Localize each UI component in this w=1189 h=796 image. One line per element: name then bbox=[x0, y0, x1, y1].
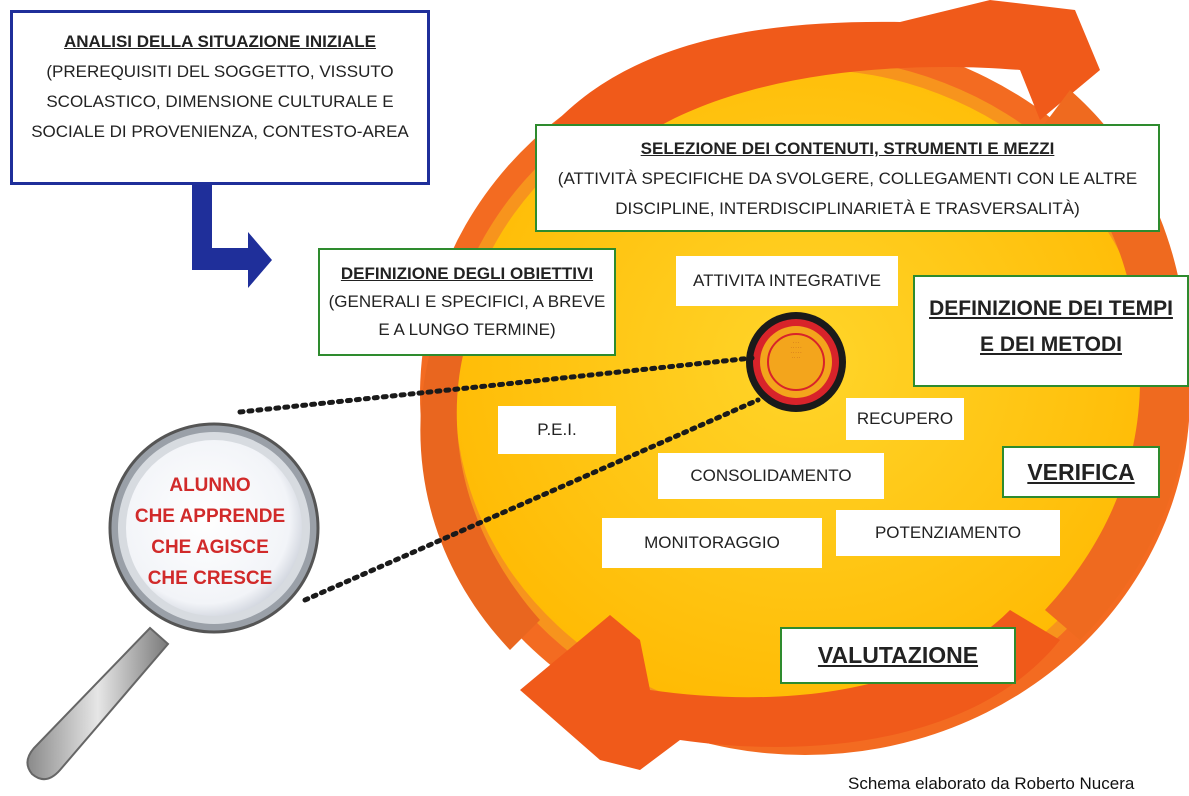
lens-line-1: ALUNNO bbox=[169, 475, 251, 496]
obiettivi-box: DEFINIZIONE DEGLI OBIETTIVI (GENERALI E … bbox=[318, 248, 616, 356]
valutazione-box: VALUTAZIONE bbox=[780, 627, 1016, 684]
author-credit: Schema elaborato da Roberto Nucera bbox=[848, 774, 1135, 793]
analisi-box: ANALISI DELLA SITUAZIONE INIZIALE (PRERE… bbox=[10, 10, 430, 185]
core-inner-line bbox=[767, 333, 825, 391]
bottom-cycle-arrow bbox=[520, 610, 1060, 770]
analisi-line-1: (PREREQUISITI DEL SOGGETTO, VISSUTO bbox=[46, 62, 394, 81]
selezione-line-1: (ATTIVITÀ SPECIFICHE DA SVOLGERE, COLLEG… bbox=[557, 169, 1138, 188]
label-potenziamento: POTENZIAMENTO bbox=[836, 510, 1060, 556]
connector-line-bottom bbox=[302, 397, 761, 603]
label-consolidamento: CONSOLIDAMENTO bbox=[658, 453, 884, 499]
magnifier-handle bbox=[26, 626, 170, 781]
verifica-box: VERIFICA bbox=[1002, 446, 1160, 498]
lens-line-2: CHE APPRENDE bbox=[134, 506, 286, 527]
lens-line-3: CHE AGISCE bbox=[151, 537, 269, 558]
lens-text: ALUNNO CHE APPRENDE CHE AGISCE CHE CRESC… bbox=[110, 470, 310, 594]
selezione-box: SELEZIONE DEI CONTENUTI, STRUMENTI E MEZ… bbox=[535, 124, 1160, 232]
analisi-line-3: SOCIALE DI PROVENIENZA, CONTESTO-AREA bbox=[31, 122, 409, 141]
flow-arrow bbox=[192, 180, 272, 288]
selezione-title: SELEZIONE DEI CONTENUTI, STRUMENTI E MEZ… bbox=[640, 139, 1055, 158]
tempi-line-1: DEFINIZIONE DEI TEMPI bbox=[929, 297, 1173, 320]
label-attivita-integrative: ATTIVITA INTEGRATIVE bbox=[676, 256, 898, 306]
magnifier-lens bbox=[126, 440, 302, 616]
tempi-box: DEFINIZIONE DEI TEMPI E DEI METODI bbox=[913, 275, 1189, 387]
left-cycle-arc bbox=[420, 320, 540, 650]
label-recupero: RECUPERO bbox=[846, 398, 964, 440]
lens-line-4: CHE CRESCE bbox=[147, 568, 273, 589]
core-tiny-text: · · ·· · · · ·· · · · ·· · · · bbox=[790, 340, 802, 360]
label-pei: P.E.I. bbox=[498, 406, 616, 454]
obiettivi-title: DEFINIZIONE DEGLI OBIETTIVI bbox=[340, 264, 594, 283]
tempi-line-2: E DEI METODI bbox=[980, 333, 1122, 356]
label-monitoraggio: MONITORAGGIO bbox=[602, 518, 822, 568]
core-gold bbox=[760, 326, 832, 398]
analisi-title: ANALISI DELLA SITUAZIONE INIZIALE bbox=[64, 32, 376, 51]
top-cycle-arrow bbox=[540, 0, 1100, 170]
analisi-line-2: SCOLASTICO, DIMENSIONE CULTURALE E bbox=[46, 92, 394, 111]
selezione-line-2: DISCIPLINE, INTERDISCIPLINARIETÀ E TRASV… bbox=[615, 199, 1080, 218]
obiettivi-line-2: E A LUNGO TERMINE) bbox=[378, 320, 556, 339]
obiettivi-line-1: (GENERALI E SPECIFICI, A BREVE bbox=[328, 292, 606, 311]
connector-line-top bbox=[237, 355, 755, 415]
